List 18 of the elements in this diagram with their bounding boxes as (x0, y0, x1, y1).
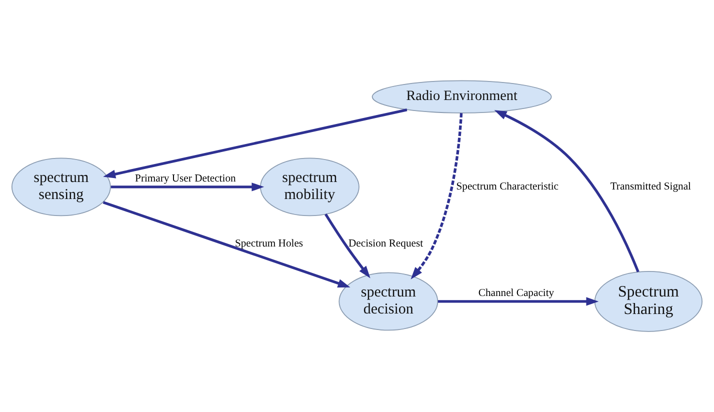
node-ellipse: spectrum mobility (260, 158, 360, 216)
edge-label: Spectrum Holes (234, 238, 304, 250)
node-ellipse: Radio Environment (372, 80, 552, 114)
node-ellipse: spectrum sensing (11, 158, 111, 216)
node-ellipse: Spectrum Sharing (594, 271, 702, 332)
arrow (103, 108, 408, 178)
arrow (324, 214, 370, 278)
edge-label: Primary User Detection (135, 173, 236, 184)
arrow (110, 182, 264, 192)
edge-label: Transmitted Signal (610, 182, 691, 193)
arrow (102, 201, 350, 288)
edge-label: Channel Capacity (478, 288, 554, 299)
arrow (410, 113, 463, 280)
arrow (438, 297, 599, 306)
edge-label: Spectrum Characteristic (456, 182, 558, 193)
edge-label: Decision Request (348, 238, 424, 250)
arrow (494, 110, 640, 272)
node-ellipse: spectrum decision (338, 272, 438, 331)
